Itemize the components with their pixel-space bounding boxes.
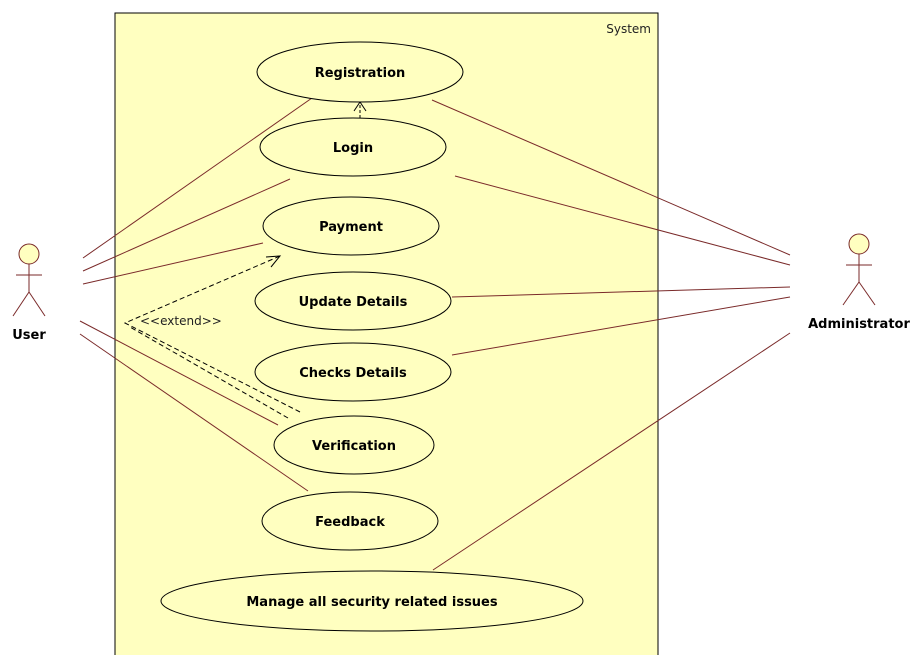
usecase-registration-label: Registration (315, 66, 406, 81)
actor-administrator-leg-left (842, 281, 860, 306)
assoc-user-verification (79, 320, 279, 426)
usecase-verification-label: Verification (312, 439, 396, 454)
assoc-admin-registration (431, 99, 791, 256)
actor-administrator-label: Administrator (808, 317, 910, 332)
assoc-user-registration (82, 97, 313, 259)
assoc-user-login (82, 178, 291, 272)
actor-user-leg-left (12, 291, 30, 317)
extend-dashed-line-2 (129, 326, 289, 419)
associations (79, 97, 791, 571)
actor-user-label: User (12, 328, 46, 343)
usecase-manage-security[interactable] (160, 570, 584, 632)
assoc-user-feedback (79, 333, 309, 492)
usecase-payment-label: Payment (319, 220, 383, 235)
usecase-checks-details-label: Checks Details (299, 366, 407, 381)
actor-user-head (18, 243, 40, 265)
system-label: System (606, 22, 651, 36)
assoc-admin-update-details (451, 286, 791, 298)
extend-relationship (123, 255, 301, 419)
extend-stereotype-label: <<extend>> (140, 314, 222, 328)
actor-administrator-head (848, 233, 870, 255)
actor-administrator[interactable] (842, 233, 876, 306)
assoc-user-payment (82, 242, 264, 285)
usecase-verification[interactable] (273, 415, 435, 475)
actor-user[interactable] (12, 243, 46, 317)
usecase-login[interactable] (259, 117, 447, 177)
extend-arrowhead (265, 255, 282, 268)
assoc-admin-manage-security (432, 332, 791, 571)
usecase-checks-details[interactable] (254, 342, 452, 402)
assoc-admin-checks-details (451, 296, 791, 356)
use-cases (160, 41, 584, 632)
usecase-feedback[interactable] (261, 491, 439, 551)
usecase-registration[interactable] (256, 41, 464, 103)
usecase-update-details-label: Update Details (299, 295, 408, 310)
usecase-feedback-label: Feedback (315, 515, 385, 530)
usecase-payment[interactable] (262, 196, 440, 256)
actor-administrator-leg-right (858, 281, 876, 306)
assoc-admin-login (454, 175, 791, 266)
usecase-update-details[interactable] (254, 271, 452, 331)
extend-dashed-line (123, 255, 301, 413)
usecase-login-label: Login (333, 141, 373, 156)
actor-user-leg-right (28, 291, 46, 317)
usecase-manage-security-label: Manage all security related issues (246, 595, 498, 610)
